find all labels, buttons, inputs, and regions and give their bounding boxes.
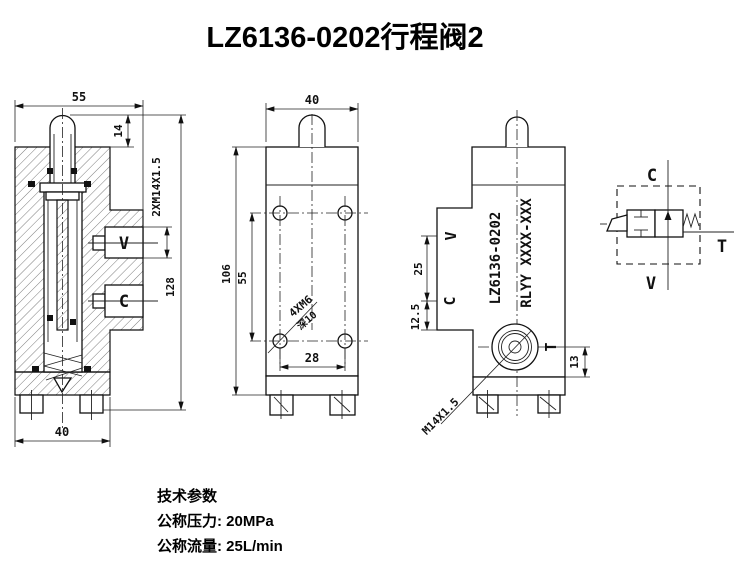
side-dim-height: 106: [220, 264, 233, 284]
front-dim-width: 55: [72, 90, 86, 104]
flow-arrow-icon: [664, 211, 672, 220]
front-dim-plunger: 14: [112, 124, 125, 138]
front-port-c-label: C: [119, 292, 129, 312]
specs-block: 技术参数 公称压力: 20MPa 公称流量: 25L/min: [157, 484, 283, 559]
symbol-v-label: V: [646, 274, 656, 294]
symbol-t-label: T: [717, 237, 727, 257]
specs-pressure: 公称压力: 20MPa: [157, 513, 274, 530]
side-dim-holespan-v: 55: [236, 271, 249, 284]
front-thread-callout: 2XM14X1.5: [150, 157, 163, 217]
specs-flow: 公称流量: 25L/min: [157, 538, 283, 555]
rear-code-text: RLYY XXXX-XXX: [519, 198, 535, 308]
drawing-title: LZ6136-0202行程阀2: [206, 22, 484, 54]
rear-port-c-label: C: [441, 296, 459, 305]
plunger-actuator-icon: [606, 214, 628, 232]
hydraulic-symbol: C V T: [600, 160, 734, 294]
rear-dim-t: 13: [568, 355, 581, 368]
side-dim-holespan-h: 28: [305, 351, 319, 365]
rear-dim-vc: 25: [412, 262, 425, 275]
front-section-view: V C 55 14 2XM1: [14, 90, 186, 447]
rear-port-v-label: V: [442, 231, 460, 240]
side-dim-width: 40: [305, 93, 319, 107]
symbol-c-label: C: [647, 166, 657, 186]
rear-model-text: LZ6136-0202: [488, 212, 504, 305]
rear-view: LZ6136-0202 RLYY XXXX-XXX V C T 25 12.5 …: [409, 110, 590, 438]
rear-dim-cstep: 12.5: [409, 304, 422, 331]
spring-icon: [682, 212, 700, 229]
rear-port-t-label: T: [542, 342, 560, 351]
front-dim-height: 128: [164, 277, 177, 297]
front-port-v-label: V: [119, 234, 129, 254]
specs-heading: 技术参数: [157, 488, 218, 505]
rear-thread-callout: M14X1.5: [420, 396, 462, 438]
face-view: 40 106 55 28 4XM6 深10: [220, 93, 368, 419]
front-dim-base: 40: [55, 425, 69, 439]
